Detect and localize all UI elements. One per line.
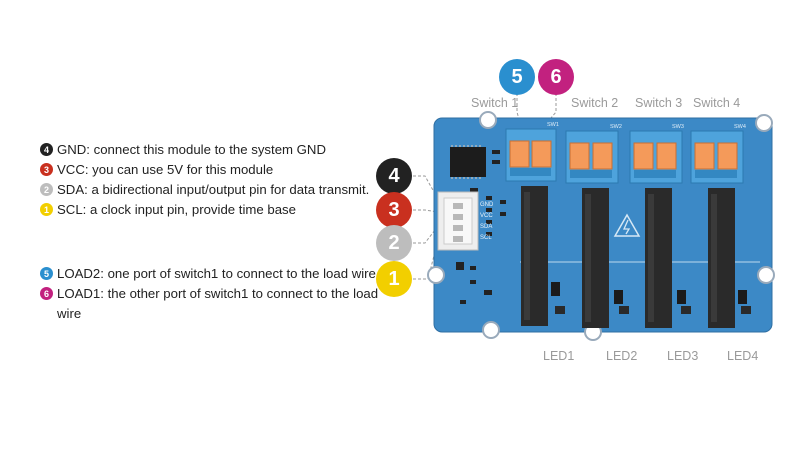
badge-1: 1 xyxy=(40,203,53,216)
switch-2-label: Switch 2 xyxy=(571,96,619,110)
legend-vcc-text: VCC: you can use 5V for this module xyxy=(57,162,274,177)
badge-5: 5 xyxy=(40,267,53,280)
relay-1 xyxy=(505,128,565,326)
pcb-mark-sw3: SW3 xyxy=(672,124,684,130)
legend-sda-text: SDA: a bidirectional input/output pin fo… xyxy=(57,182,370,197)
legend-sda: 2 SDA: a bidirectional input/output pin … xyxy=(40,180,387,200)
pcb-mark-sw1: SW1 xyxy=(547,122,559,128)
pin-label-sda: SDA xyxy=(480,224,492,230)
pcb-mark-sw2: SW2 xyxy=(610,124,622,130)
led-3-label: LED3 xyxy=(667,349,699,363)
legend-load1-text: LOAD1: the other port of switch1 to conn… xyxy=(57,286,379,321)
legend-load2-text: LOAD2: one port of switch1 to connect to… xyxy=(57,266,376,281)
big-badge-1: 1 xyxy=(376,261,412,297)
big-badge-6: 6 xyxy=(538,59,574,95)
pin-label-scl: SCL xyxy=(480,235,492,241)
legend-gnd-text: GND: connect this module to the system G… xyxy=(57,142,326,157)
badge-3: 3 xyxy=(40,163,53,176)
led-4-label: LED4 xyxy=(727,349,759,363)
relay-2 xyxy=(565,130,629,328)
legend-scl: 1 SCL: a clock input pin, provide time b… xyxy=(40,200,387,220)
switch-4-label: Switch 4 xyxy=(693,96,741,110)
pin-legend: 4 GND: connect this module to the system… xyxy=(40,140,387,324)
big-badge-3: 3 xyxy=(376,192,412,228)
pin-label-vcc: VCC xyxy=(480,213,493,219)
led-1-label: LED1 xyxy=(543,349,575,363)
big-badge-4: 4 xyxy=(376,158,412,194)
legend-load1: 6 LOAD1: the other port of switch1 to co… xyxy=(40,284,387,324)
legend-gnd: 4 GND: connect this module to the system… xyxy=(40,140,387,160)
badge-2: 2 xyxy=(40,183,53,196)
pcb-mark-sw4: SW4 xyxy=(734,124,746,130)
led-2-label: LED2 xyxy=(606,349,638,363)
relay-3 xyxy=(629,130,691,328)
legend-scl-text: SCL: a clock input pin, provide time bas… xyxy=(57,202,296,217)
big-badge-5: 5 xyxy=(499,59,535,95)
legend-load2: 5 LOAD2: one port of switch1 to connect … xyxy=(40,264,387,284)
grove-connector xyxy=(437,191,479,251)
pin-label-gnd: GND xyxy=(480,202,494,208)
switch-1-label: Switch 1 xyxy=(471,96,519,110)
relay-4 xyxy=(690,130,751,328)
badge-4: 4 xyxy=(40,143,53,156)
legend-vcc: 3 VCC: you can use 5V for this module xyxy=(40,160,387,180)
badge-6: 6 xyxy=(40,287,53,300)
switch-3-label: Switch 3 xyxy=(635,96,683,110)
big-badge-2: 2 xyxy=(376,225,412,261)
